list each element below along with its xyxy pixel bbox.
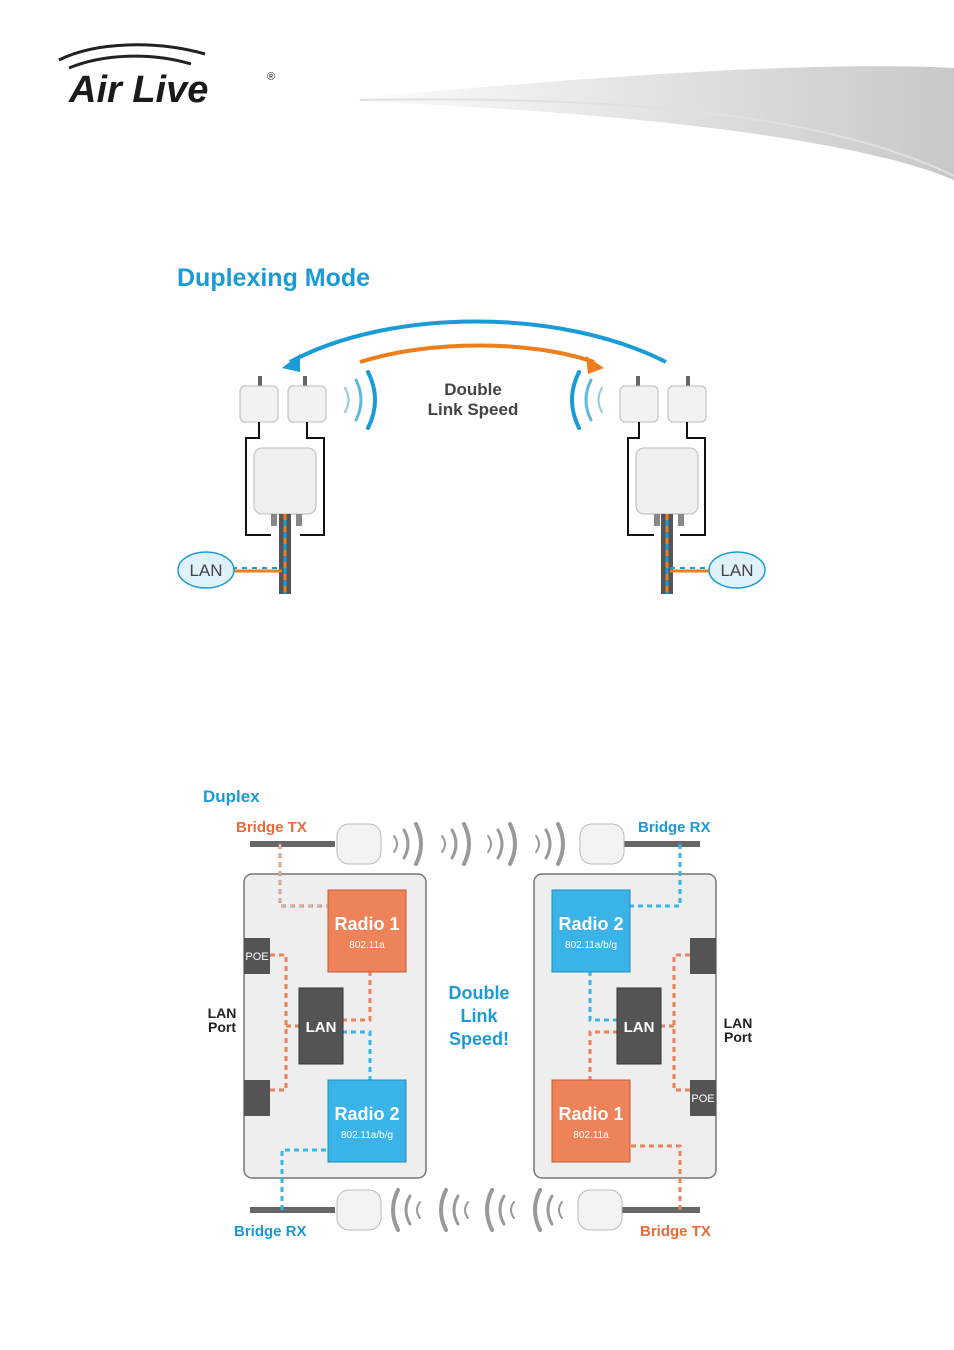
arc-orange-arrowhead [586, 356, 604, 374]
right-antenna-2 [668, 386, 706, 422]
right-port-label-line2: Port [724, 1029, 752, 1045]
duplex-title: Duplex [203, 787, 260, 806]
right-bridge-equipment [620, 376, 716, 594]
arc-blue-arrowhead [282, 354, 300, 372]
center-line3: Speed! [449, 1029, 509, 1049]
duplex-diagram: Duplex Bridge TX Bridge RX Bridge RX Bri… [0, 780, 954, 1250]
top-left-antenna [337, 824, 381, 864]
left-bridge-equipment [232, 376, 326, 594]
bottom-right-label: Bridge TX [640, 1223, 711, 1240]
left-port-label-line2: Port [208, 1019, 236, 1035]
caption-line1: Double [444, 380, 502, 399]
right-signal-waves [572, 372, 602, 428]
left-antenna-2 [288, 386, 326, 422]
top-signal-waves [394, 824, 563, 864]
airlive-logo: Air Live ® [55, 42, 285, 117]
right-lan-port [690, 938, 716, 974]
right-radio-bottom-std: 802.11a [573, 1130, 609, 1141]
right-access-point [636, 448, 698, 514]
duplexing-mode-diagram: Double Link Speed LAN [0, 300, 954, 610]
center-line2: Link [460, 1006, 498, 1026]
logo-text: Air Live [68, 69, 208, 111]
right-poe-label: POE [691, 1093, 714, 1105]
right-radio-top-std: 802.11a/b/g [565, 940, 617, 951]
arc-orange [360, 346, 594, 363]
right-lan-box-label: LAN [624, 1019, 655, 1036]
top-right-label: Bridge RX [638, 819, 711, 836]
left-radio-top-name: Radio 1 [334, 914, 399, 934]
right-lan-cloud: LAN [709, 552, 765, 588]
center-line1: Double [449, 983, 510, 1003]
right-radio-top-name: Radio 2 [558, 914, 623, 934]
left-lan-port [244, 1080, 270, 1116]
top-left-label: Bridge TX [236, 819, 307, 836]
bottom-signal-waves [393, 1190, 562, 1230]
left-cloud-label: LAN [189, 561, 222, 580]
left-bridge-unit: Radio 1 802.11a Radio 2 802.11a/b/g LAN … [244, 844, 426, 1210]
left-radio-bottom-name: Radio 2 [334, 1104, 399, 1124]
bottom-right-antenna [578, 1190, 622, 1230]
registered-mark: ® [267, 71, 275, 83]
left-lan-box-label: LAN [306, 1019, 337, 1036]
left-poe-label: POE [245, 951, 268, 963]
left-radio-top-std: 802.11a [349, 940, 385, 951]
bottom-left-label: Bridge RX [234, 1223, 307, 1240]
logo-graphic: Air Live ® [55, 42, 285, 112]
bottom-left-antenna [337, 1190, 381, 1230]
left-antenna-1 [240, 386, 278, 422]
arc-blue [290, 322, 666, 363]
right-radio-bottom-name: Radio 1 [558, 1104, 623, 1124]
right-bridge-unit: Radio 2 802.11a/b/g Radio 1 802.11a LAN … [534, 844, 716, 1210]
left-radio-bottom-std: 802.11a/b/g [341, 1130, 393, 1141]
left-signal-waves [345, 372, 375, 428]
caption-line2: Link Speed [428, 400, 519, 419]
right-cloud-label: LAN [720, 561, 753, 580]
left-lan-cloud: LAN [178, 552, 234, 588]
right-antenna-1 [620, 386, 658, 422]
top-right-antenna [580, 824, 624, 864]
left-access-point [254, 448, 316, 514]
section-title: Duplexing Mode [177, 264, 370, 293]
